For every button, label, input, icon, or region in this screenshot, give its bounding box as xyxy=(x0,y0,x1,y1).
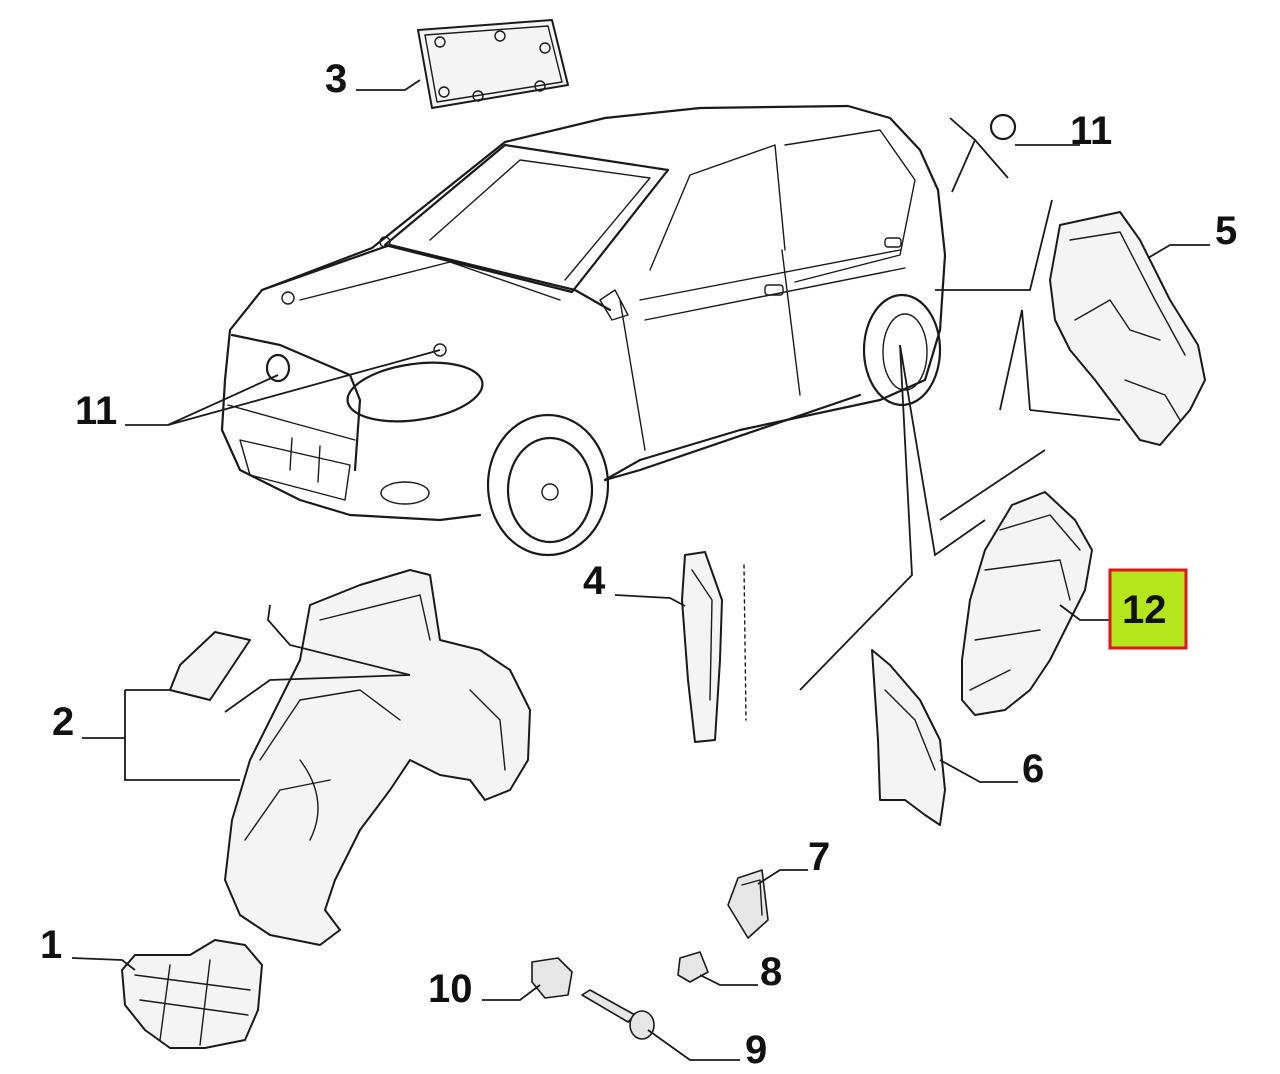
part-5-rear-liner xyxy=(1049,211,1206,446)
callout-8: 8 xyxy=(760,950,782,994)
callout-4: 4 xyxy=(583,559,606,603)
callout-1: 1 xyxy=(40,923,62,967)
callout-12: 12 xyxy=(1122,588,1167,632)
callout-7: 7 xyxy=(808,835,830,879)
callout-10: 10 xyxy=(428,967,473,1011)
leader-lines xyxy=(71,79,1210,1061)
part-6-splash-shield xyxy=(871,649,946,826)
callout-9: 9 xyxy=(745,1028,767,1072)
part-12-rear-wheel-arch-liner xyxy=(961,491,1093,716)
callout-labels: 1 2 3 4 5 6 7 8 9 10 11 11 12 xyxy=(40,57,1237,1072)
part-10-clip xyxy=(531,957,573,999)
part-4-trim-strip xyxy=(681,551,747,743)
callout-5: 5 xyxy=(1215,209,1237,253)
part-9-screw xyxy=(581,989,655,1040)
callout-2: 2 xyxy=(52,700,74,744)
part-11-rivet-symbol xyxy=(989,113,1017,141)
callout-6: 6 xyxy=(1022,747,1044,791)
highlight-box xyxy=(1108,568,1188,650)
part-1-lower-shield xyxy=(121,939,263,1049)
callout-3: 3 xyxy=(325,57,347,101)
part-2-front-wheel-arch-liner xyxy=(169,569,531,946)
part-7-clip xyxy=(727,869,769,939)
part-3-access-panel xyxy=(417,19,569,109)
car-illustration xyxy=(220,104,947,557)
callout-11-left: 11 xyxy=(75,389,117,433)
callout-11-right: 11 xyxy=(1070,109,1112,153)
